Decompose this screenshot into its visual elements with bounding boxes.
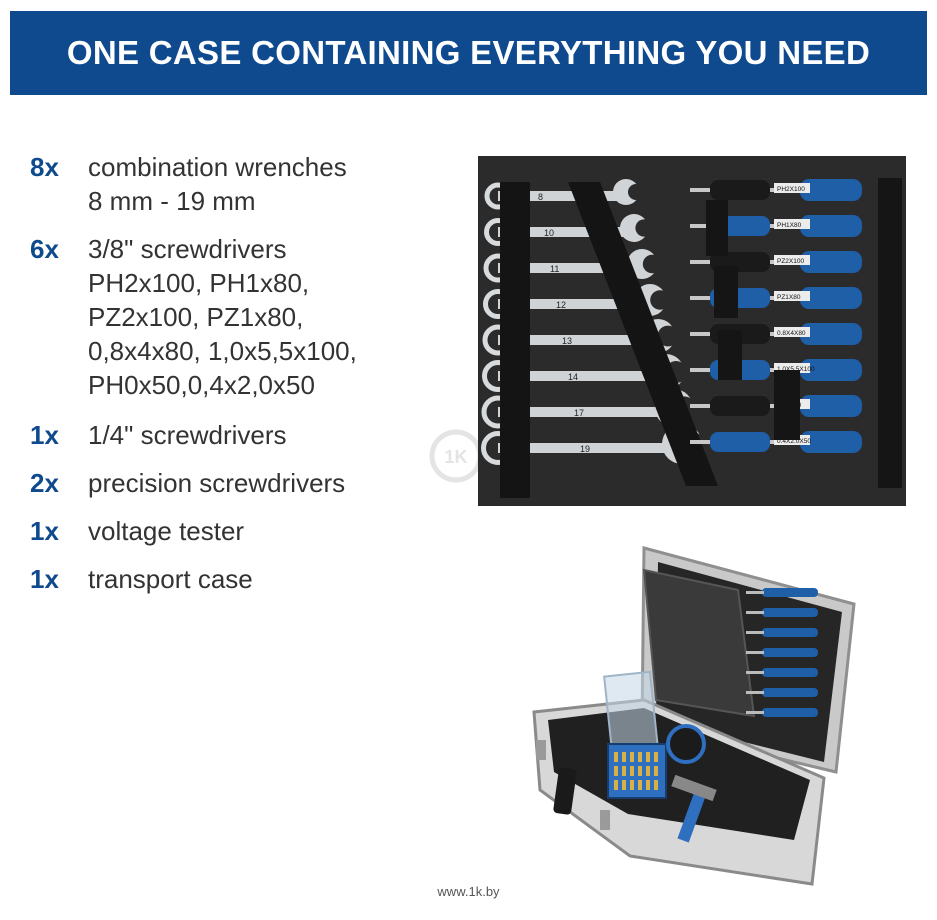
bit bbox=[654, 780, 658, 790]
lid-screwdriver bbox=[762, 588, 818, 597]
bit bbox=[614, 752, 618, 762]
lid-screwdriver bbox=[762, 648, 818, 657]
svg-text:1K: 1K bbox=[444, 447, 467, 467]
list-item: 1x transport case bbox=[30, 562, 253, 596]
bit bbox=[622, 780, 626, 790]
watermark-text: www.1k.by bbox=[437, 884, 500, 899]
watermark-logo-icon: 1K bbox=[429, 429, 483, 483]
screwdriver-label: PZ2X100 bbox=[777, 258, 804, 265]
wrench-size-label: 8 bbox=[538, 192, 543, 202]
bit bbox=[638, 780, 642, 790]
wrench-size-label: 19 bbox=[580, 444, 590, 454]
wrench: 10 bbox=[484, 214, 653, 246]
header-banner: ONE CASE CONTAINING EVERYTHING YOU NEED bbox=[10, 11, 927, 95]
wrench-size-label: 10 bbox=[544, 228, 554, 238]
bit bbox=[646, 780, 650, 790]
screwdriver-label: 0.4X2.0X50 bbox=[777, 438, 811, 445]
lid-screwdriver bbox=[762, 688, 818, 697]
bit bbox=[646, 766, 650, 776]
bit bbox=[622, 752, 626, 762]
item-description: combination wrenches 8 mm - 19 mm bbox=[88, 152, 347, 216]
bit bbox=[622, 766, 626, 776]
bit bbox=[630, 766, 634, 776]
lid-screwdriver bbox=[762, 668, 818, 677]
screwdriver-label: PH1X80 bbox=[777, 222, 802, 229]
bit bbox=[654, 752, 658, 762]
wrench-size-label: 11 bbox=[550, 264, 559, 274]
item-quantity: 8x bbox=[30, 152, 59, 182]
screwdriver-label: 0.8X4X80 bbox=[777, 330, 806, 337]
bit bbox=[630, 780, 634, 790]
wrench-size-label: 12 bbox=[556, 300, 566, 310]
wrench-size-label: 14 bbox=[568, 372, 578, 382]
item-description: transport case bbox=[88, 564, 253, 594]
bit bbox=[638, 752, 642, 762]
bit bbox=[614, 780, 618, 790]
bit bbox=[614, 766, 618, 776]
list-item: 6x 3/8" screwdrivers PH2x100, PH1x80, PZ… bbox=[30, 232, 357, 402]
bit bbox=[646, 752, 650, 762]
bit bbox=[654, 766, 658, 776]
list-item: 8x combination wrenches 8 mm - 19 mm bbox=[30, 150, 347, 218]
lid-screwdriver bbox=[762, 608, 818, 617]
item-quantity: 1x bbox=[30, 420, 59, 450]
item-description: 1/4" screwdrivers bbox=[88, 420, 287, 450]
item-description: precision screwdrivers bbox=[88, 468, 346, 498]
screwdriver: PH2X100 bbox=[690, 179, 862, 201]
list-item: 2x precision screwdrivers bbox=[30, 466, 345, 500]
item-description: voltage tester bbox=[88, 516, 245, 546]
tool-tray-image: 8 10 11 12 13 14 17 19 PH2X100PH1X80PZ2X100PZ1X… bbox=[478, 156, 906, 506]
item-quantity: 1x bbox=[30, 564, 59, 594]
list-item: 1x 1/4" screwdrivers bbox=[30, 418, 287, 452]
item-description: 3/8" screwdrivers PH2x100, PH1x80, PZ2x1… bbox=[88, 234, 357, 400]
bit bbox=[630, 752, 634, 762]
screwdriver-label: 1.0X5.5X100 bbox=[777, 366, 815, 373]
banner-title: ONE CASE CONTAINING EVERYTHING YOU NEED bbox=[66, 34, 871, 71]
screwdriver-label: PH2X100 bbox=[777, 186, 805, 193]
bit bbox=[638, 766, 642, 776]
item-quantity: 2x bbox=[30, 468, 59, 498]
item-quantity: 6x bbox=[30, 234, 59, 264]
tool-case-image bbox=[532, 546, 856, 886]
list-item: 1x voltage tester bbox=[30, 514, 244, 548]
item-quantity: 1x bbox=[30, 516, 59, 546]
wrench-size-label: 13 bbox=[562, 336, 572, 346]
lid-screwdriver bbox=[762, 708, 818, 717]
wrench-size-label: 17 bbox=[574, 408, 584, 418]
lid-screwdriver bbox=[762, 628, 818, 637]
screwdriver-label: PZ1X80 bbox=[777, 294, 801, 301]
